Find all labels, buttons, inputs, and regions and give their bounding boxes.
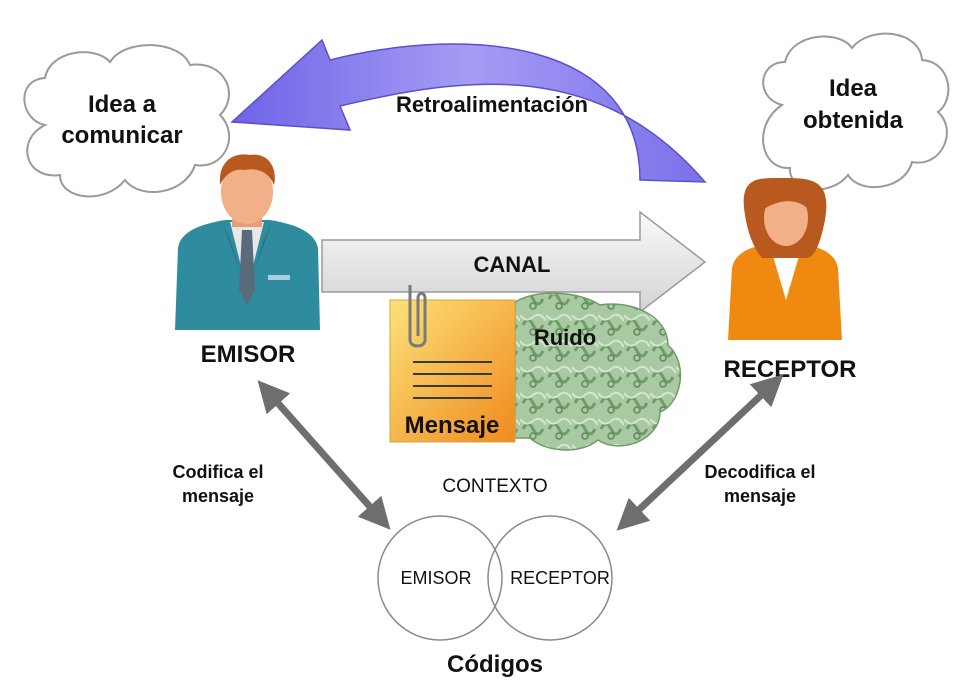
message-label: Mensaje	[405, 412, 500, 439]
encode-line1: Codifica el	[172, 462, 263, 482]
noise-cloud	[514, 292, 682, 451]
encode-double-arrow	[257, 380, 391, 530]
idea-cloud-left	[23, 44, 231, 198]
idea-right-line1: Idea	[829, 75, 878, 102]
receiver-label: RECEPTOR	[724, 356, 857, 383]
channel-label: CANAL	[474, 252, 551, 277]
idea-left-line2: comunicar	[61, 122, 182, 149]
sender-label: EMISOR	[201, 341, 296, 368]
codes-circle-sender	[377, 515, 503, 641]
feedback-arrow	[230, 38, 707, 183]
codes-circle-receiver	[487, 515, 613, 641]
feedback-label: Retroalimentación	[396, 92, 588, 117]
decode-double-arrow	[616, 374, 784, 531]
encode-line2: mensaje	[182, 486, 254, 506]
message-note	[389, 285, 516, 443]
decode-line2: mensaje	[724, 486, 796, 506]
sender-person-icon	[175, 154, 320, 330]
idea-right-line2: obtenida	[803, 107, 904, 134]
idea-left-line1: Idea a	[88, 91, 157, 118]
context-label: CONTEXTO	[442, 476, 547, 497]
noise-label: Ruido	[534, 325, 596, 350]
channel-arrow	[321, 210, 707, 314]
codes-receiver-label: RECEPTOR	[510, 568, 610, 588]
receiver-person-icon	[728, 177, 842, 340]
codes-caption: Códigos	[447, 651, 543, 678]
codes-sender-label: EMISOR	[400, 568, 471, 588]
decode-line1: Decodifica el	[704, 462, 815, 482]
